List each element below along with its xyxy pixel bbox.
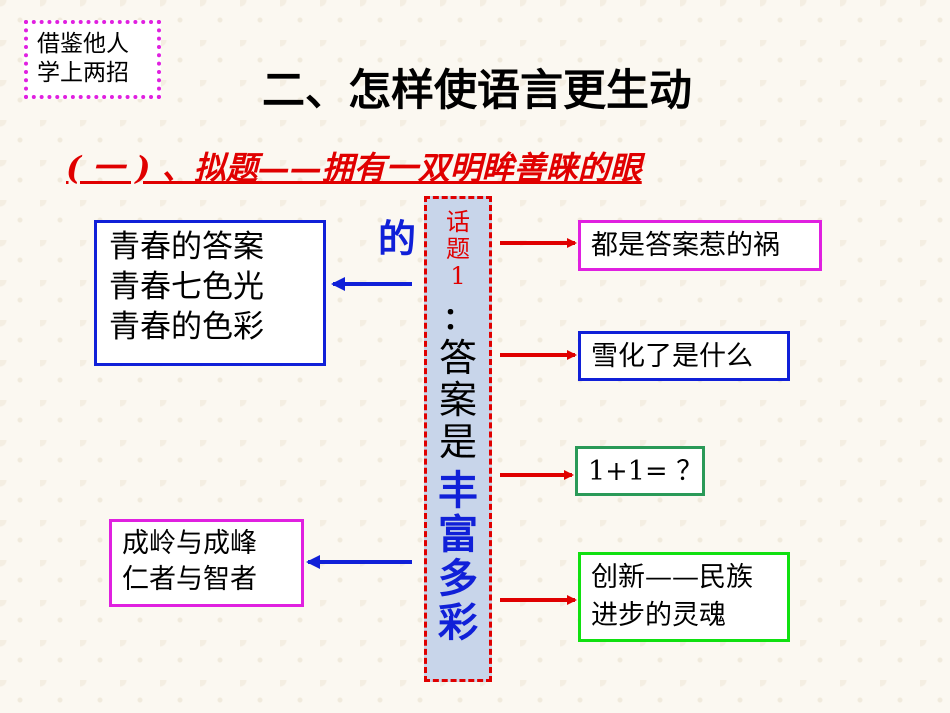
main-char: 答 xyxy=(438,336,477,380)
example-line: 青春七色光 xyxy=(109,269,264,305)
example-line: 成岭与成峰 xyxy=(122,528,257,559)
topic-char: 话 xyxy=(446,208,470,236)
example-line: 都是答案惹的祸 xyxy=(591,230,780,261)
slide-title: 二、怎样使语言更生动 xyxy=(262,66,692,116)
section-subtitle: ( 一 ) 、拟题——拥有一双明眸善睐的眼 xyxy=(66,149,642,187)
example-line: 青春的色彩 xyxy=(109,309,264,345)
corner-tag-line: 借鉴他人 xyxy=(37,31,129,57)
highlight-char: 丰 xyxy=(438,468,478,514)
main-char: 是 xyxy=(438,420,477,464)
right-example-box-2: 雪化了是什么 xyxy=(578,331,790,381)
example-line: 青春的答案 xyxy=(109,229,264,265)
topic-char: 1 xyxy=(450,262,466,290)
example-line: 创新——民族 xyxy=(591,562,753,593)
right-example-box-4: 创新——民族 进步的灵魂 xyxy=(578,552,790,642)
corner-tag-line: 学上两招 xyxy=(37,60,129,86)
topic-main-text: 答 案 是 xyxy=(427,337,489,463)
example-line: 1+1= ？ xyxy=(588,456,704,487)
highlight-char: 彩 xyxy=(438,600,478,646)
corner-tag: 借鉴他人 学上两招 xyxy=(24,20,161,99)
floating-char-de: 的 xyxy=(378,217,417,261)
right-example-box-3: 1+1= ？ xyxy=(575,446,705,496)
left-example-box-2: 成岭与成峰 仁者与智者 xyxy=(109,519,304,607)
topic-char: 题 xyxy=(446,235,470,263)
topic-colon: ： xyxy=(443,302,473,337)
center-topic-bar: 话 题 1 ： 答 案 是 丰 富 多 彩 xyxy=(424,196,492,682)
example-line: 仁者与智者 xyxy=(122,564,257,595)
highlight-char: 多 xyxy=(438,556,478,602)
main-char: 案 xyxy=(438,378,477,422)
highlight-char: 富 xyxy=(438,512,478,558)
example-line: 进步的灵魂 xyxy=(591,600,726,631)
right-example-box-1: 都是答案惹的祸 xyxy=(578,220,822,271)
topic-label: 话 题 1 xyxy=(427,209,489,290)
left-example-box-1: 青春的答案 青春七色光 青春的色彩 xyxy=(94,220,326,366)
topic-highlight-text: 丰 富 多 彩 xyxy=(427,469,489,645)
example-line: 雪化了是什么 xyxy=(591,341,753,372)
